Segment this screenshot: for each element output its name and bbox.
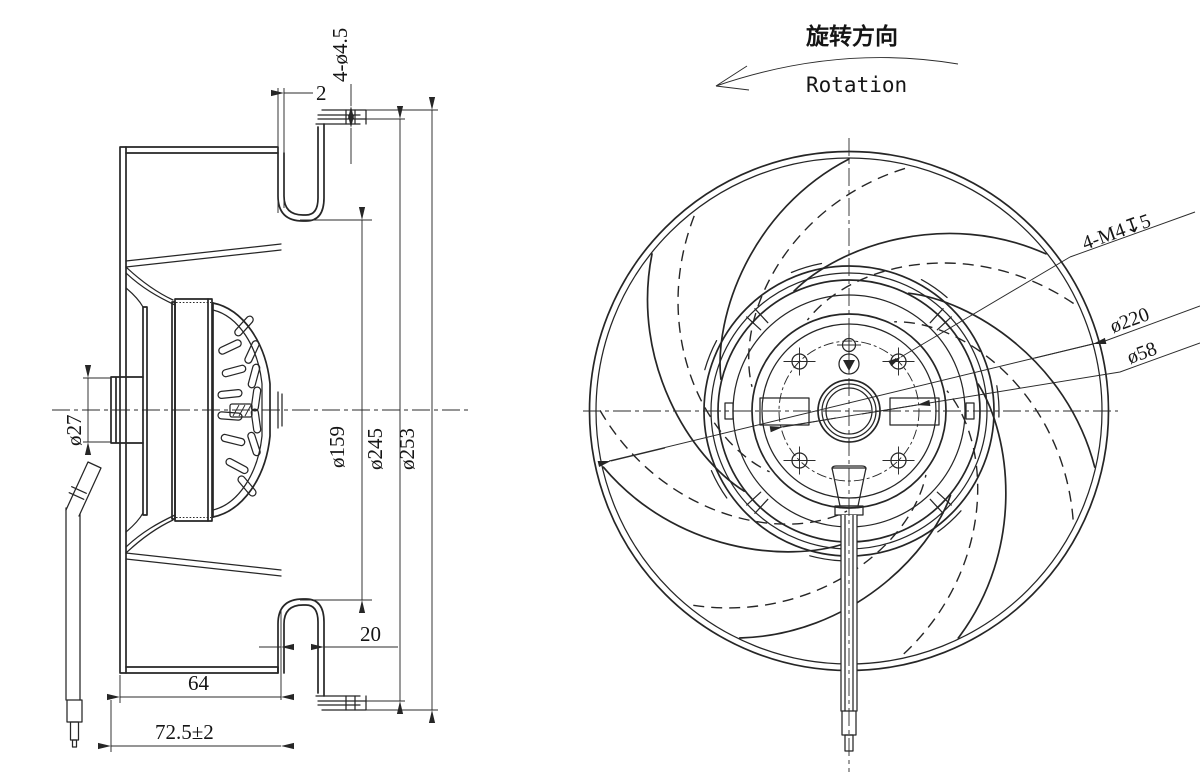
dim-inlet-depth: 20 bbox=[259, 610, 398, 700]
mounting-screws bbox=[783, 347, 915, 475]
dim-shaft-boss: ø27 bbox=[62, 365, 111, 455]
shaft-boss bbox=[110, 376, 144, 444]
motor-end-cap bbox=[212, 302, 283, 518]
dim-flange-od: ø253 bbox=[395, 97, 436, 723]
vent-slot bbox=[220, 433, 246, 447]
vent-slot bbox=[217, 388, 243, 400]
dim-bolt-circle: ø245 bbox=[363, 106, 404, 714]
leader-label: 4-M4↧5 bbox=[1079, 210, 1153, 255]
blade-edge bbox=[738, 494, 952, 639]
leader-label: ø220 bbox=[1107, 303, 1152, 337]
vent-slot bbox=[234, 315, 254, 337]
shaft-end bbox=[229, 403, 253, 418]
side-view: 2 4-ø4.5 ø27 ø159 ø245 ø253 bbox=[52, 28, 470, 752]
blade-leading-edge bbox=[790, 262, 823, 274]
cable-connector bbox=[66, 699, 83, 723]
rim-notch bbox=[936, 491, 952, 506]
blade-hidden-edge bbox=[748, 167, 906, 387]
blade-hidden-edge bbox=[903, 390, 979, 655]
power-cable bbox=[65, 461, 102, 748]
blade-hidden-edge bbox=[599, 410, 848, 525]
dim-label: 2 bbox=[316, 81, 327, 105]
rim-notches bbox=[746, 308, 952, 514]
blade-edge bbox=[719, 158, 850, 380]
rim-notch bbox=[746, 316, 762, 331]
dim-label: ø159 bbox=[325, 426, 349, 468]
leader-tapped-holes: 4-M4↧5 bbox=[888, 210, 1196, 367]
blade-leading-edge bbox=[937, 510, 962, 533]
screw-hole bbox=[783, 446, 816, 475]
inlet-flange-bottom bbox=[315, 695, 438, 711]
blade-hidden-edge bbox=[894, 321, 1074, 520]
rotation-direction: 旋转方向 Rotation bbox=[715, 23, 959, 97]
vent-slot bbox=[237, 475, 257, 497]
vent-slot bbox=[217, 411, 243, 421]
blade-edge bbox=[907, 292, 1096, 468]
vent-slot bbox=[247, 431, 261, 457]
leader-label: ø58 bbox=[1124, 338, 1160, 369]
rotation-label-en: Rotation bbox=[806, 73, 907, 97]
vent-slot bbox=[250, 408, 262, 434]
dim-label: 4-ø4.5 bbox=[328, 28, 352, 82]
dim-label: 64 bbox=[188, 671, 210, 695]
dim-impeller-depth: 64 bbox=[107, 671, 294, 703]
rim-notch bbox=[746, 491, 762, 506]
rim-notch bbox=[754, 308, 769, 324]
rim-notch bbox=[754, 498, 769, 514]
vent-slot bbox=[250, 386, 262, 412]
vent-slot bbox=[247, 363, 261, 389]
inlet-channel-top bbox=[277, 123, 325, 222]
blade-leading-edge bbox=[710, 469, 728, 499]
blade-leading-edge bbox=[704, 339, 718, 371]
blade-edge bbox=[602, 466, 848, 553]
dim-label: 20 bbox=[360, 622, 381, 646]
blade-edge bbox=[793, 232, 1047, 292]
rim-notch bbox=[936, 316, 952, 331]
rim-notch bbox=[929, 308, 944, 324]
blade-hidden-edge bbox=[677, 215, 770, 473]
dim-label: ø253 bbox=[395, 428, 419, 470]
rotation-arrow bbox=[715, 57, 959, 91]
blade-leading-edge bbox=[809, 555, 842, 562]
vent-slot bbox=[225, 457, 249, 475]
dim-label: ø27 bbox=[62, 415, 86, 447]
rim-notch bbox=[929, 498, 944, 514]
blade-leading-edge bbox=[920, 278, 948, 299]
hub-band bbox=[174, 298, 213, 522]
front-view: 4-M4↧5 ø220 ø58 bbox=[583, 138, 1200, 772]
shroud-cone bbox=[125, 243, 282, 577]
motor bbox=[110, 298, 283, 522]
screw-hole bbox=[882, 446, 915, 475]
vent-slots bbox=[217, 315, 262, 497]
leader-impeller-od: ø220 bbox=[597, 303, 1200, 468]
blade-hidden-edge bbox=[693, 474, 927, 609]
dim-inlet-diameter: ø159 bbox=[300, 207, 372, 613]
inlet-flange-top bbox=[315, 109, 438, 125]
rotation-label-cn: 旋转方向 bbox=[806, 23, 898, 49]
back-plate bbox=[119, 146, 127, 674]
blade-edge bbox=[646, 253, 746, 493]
dim-flange-holes: 4-ø4.5 bbox=[328, 28, 355, 164]
dim-flange-thickness: 2 bbox=[271, 81, 327, 213]
dim-label: ø245 bbox=[363, 428, 387, 470]
dim-total-depth: 72.5±2 bbox=[98, 700, 294, 752]
screw-hole bbox=[783, 347, 816, 376]
vent-slot bbox=[244, 340, 260, 364]
inlet-channel-bottom bbox=[277, 598, 325, 697]
vent-slot bbox=[221, 364, 247, 378]
vent-slot bbox=[218, 339, 242, 355]
dim-label: 72.5±2 bbox=[155, 720, 214, 744]
impeller-blades bbox=[599, 158, 1096, 655]
blade-hidden-edge bbox=[806, 262, 1074, 321]
blade-edge bbox=[957, 383, 1007, 639]
blade-leading-edge bbox=[996, 385, 1000, 418]
